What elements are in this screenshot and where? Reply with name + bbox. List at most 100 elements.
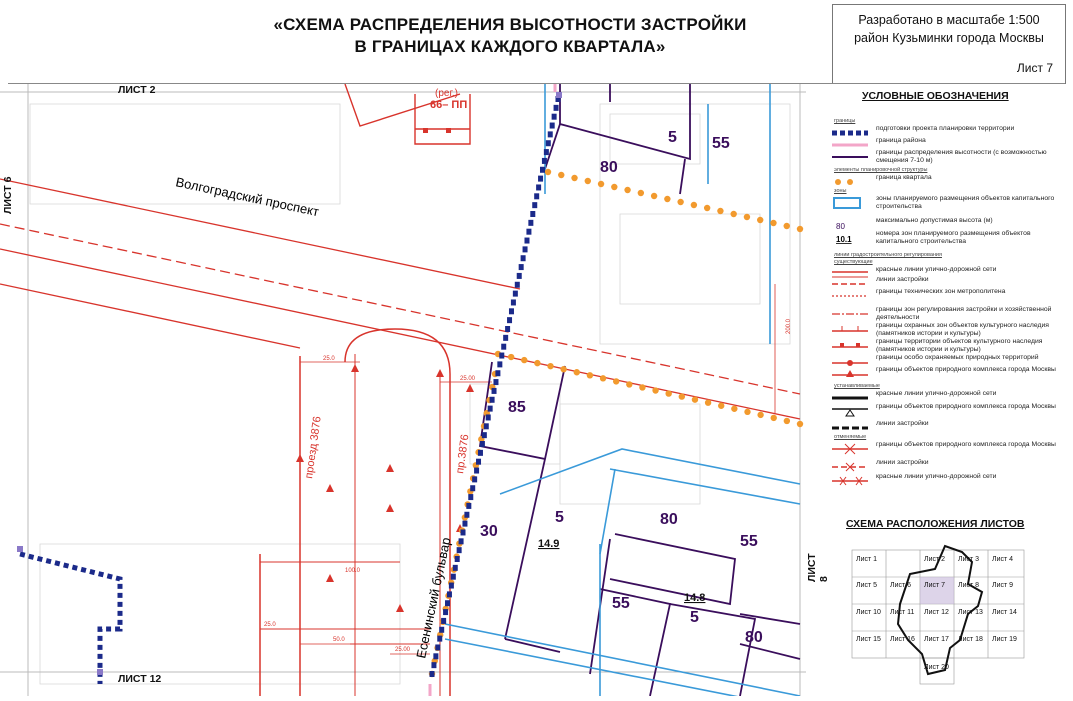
sheet-index-cell[interactable]: Лист 16 — [890, 636, 915, 643]
legend-item: граница квартала — [812, 174, 1068, 190]
legend-text: максимально допустимая высота (м) — [876, 217, 993, 224]
quarter-boundary-dot — [558, 171, 565, 179]
dim-label: 25.0 — [264, 622, 276, 628]
sheet-index-cell[interactable]: Лист 8 — [958, 582, 980, 589]
project-boundary-dash — [454, 556, 460, 562]
legend-text: красные линии улично-дорожной сети — [876, 473, 997, 480]
quarter-boundary-dot — [637, 189, 645, 197]
district-border — [428, 84, 557, 696]
corner-marker — [17, 546, 23, 552]
legend-text: границы объектов природного комплекса го… — [876, 441, 1056, 448]
height-label: 80 — [745, 629, 763, 646]
height-labels: 5 55 80 85 30 5 80 55 55 5 80 — [480, 129, 763, 646]
sheet-index-cell[interactable]: Лист 13 — [958, 609, 983, 616]
red-line-symbol — [832, 271, 868, 278]
adjacent-sheet-left[interactable]: ЛИСТ 6 — [2, 176, 14, 214]
quarter-boundary-dot — [664, 195, 671, 203]
adjacent-sheet-top[interactable]: ЛИСТ 2 — [118, 84, 156, 96]
blue-zone-symbol — [833, 197, 861, 209]
project-boundary-dash — [518, 264, 524, 271]
project-boundary-dash — [493, 379, 499, 386]
dim-label: 100.0 — [345, 568, 361, 574]
dim-label: 25.0 — [323, 356, 335, 362]
quarter-boundary-dot — [691, 396, 699, 403]
project-boundary-dash — [495, 370, 501, 377]
legend-item: 80 максимально допустимая высота (м) — [812, 217, 1068, 233]
sheet-index-cell[interactable]: Лист 9 — [992, 582, 1014, 589]
legend-section: элементы планировочной структуры — [834, 167, 928, 173]
quarter-boundary-dot — [718, 402, 725, 409]
quarter-boundary-dot — [612, 378, 620, 385]
legend-section: отменяемые — [834, 434, 867, 440]
map-title: «СХЕМА РАСПРЕДЕЛЕНИЯ ВЫСОТНОСТИ ЗАСТРОЙК… — [230, 14, 790, 58]
sheet-index-cell[interactable]: Лист 11 — [890, 609, 915, 616]
quarter-boundary-dot — [571, 174, 578, 182]
map-canvas[interactable]: Волгоградский проспект Есенинский бульва… — [0, 83, 830, 701]
zone-id-label: 14.8 — [684, 592, 705, 604]
sheet-index-cell[interactable]: Лист 12 — [924, 609, 949, 616]
project-boundary-dash — [522, 246, 528, 253]
legend-text: границы объектов природного комплекса го… — [876, 403, 1056, 410]
red-marker — [446, 128, 451, 133]
legend-item: красные линии улично-дорожной сети — [812, 390, 1068, 406]
sheet-index-cell[interactable]: Лист 4 — [992, 556, 1014, 563]
stamp-scale: Разработано в масштабе 1:500 — [858, 13, 1040, 27]
project-boundary-dash — [437, 635, 443, 642]
heritage-zone-symbol — [832, 326, 868, 332]
sheet-index-cell[interactable]: Лист 10 — [856, 609, 881, 616]
legend-item: красные линии улично-дорожной сети — [812, 473, 1068, 489]
sheet-index-map[interactable]: Лист 1 Лист 2 Лист 3 Лист 4 Лист 5 Лист … — [850, 544, 1028, 692]
sheet-index-cell[interactable]: Лист 7 — [924, 582, 946, 589]
project-boundary-dash — [456, 547, 462, 554]
project-boundary-dash — [532, 202, 538, 209]
sheet-index-cell[interactable]: Лист 17 — [924, 636, 949, 643]
project-boundary-dash — [435, 644, 441, 651]
sheet-index-cell[interactable]: Лист 6 — [890, 582, 912, 589]
street-label-prospekt: Волгоградский проспект — [174, 174, 320, 219]
project-boundary-dash — [446, 591, 452, 598]
metro-zone-symbol — [832, 295, 868, 297]
sheet-index-cell[interactable]: Лист 15 — [856, 636, 881, 643]
project-boundary-dash — [555, 96, 561, 102]
project-boundary-dash — [460, 529, 466, 536]
project-boundary-dash — [470, 485, 476, 492]
project-boundary-dash — [472, 476, 478, 483]
quarter-boundary-dot — [717, 207, 724, 215]
zone-id-label: 14.9 — [538, 538, 559, 550]
quarter-boundary-dot — [547, 362, 554, 370]
quarter-boundary-dot — [544, 168, 552, 176]
project-boundary-dash — [549, 122, 555, 129]
quarter-boundary-dot — [624, 186, 631, 194]
established-building-line-symbol — [832, 426, 868, 430]
zone-number-symbol: 10.1 — [836, 235, 852, 244]
quarter-boundary-dot — [744, 408, 751, 416]
quarter-boundary-dot — [704, 399, 712, 406]
legend-item: подготовки проекта планировки территории — [812, 125, 1068, 141]
district-border-symbol — [832, 143, 868, 147]
sheet-index-cell[interactable]: Лист 5 — [856, 582, 878, 589]
sheet-index-cell[interactable]: Лист 19 — [992, 636, 1017, 643]
title-line-2: В ГРАНИЦАХ КАЖДОГО КВАРТАЛА» — [354, 37, 666, 56]
sheet-index-cell[interactable]: Лист 1 — [856, 556, 878, 563]
project-boundary-dash — [448, 582, 454, 589]
regulation-zone-symbol — [832, 313, 868, 315]
legend-text: зоны планируемого размещения объектов ка… — [876, 195, 1055, 210]
quarter-boundary-dot — [783, 222, 790, 230]
sheet-index-cell[interactable]: Лист 18 — [958, 636, 983, 643]
project-boundary-dash — [538, 175, 544, 182]
zone-reg-label: (рег.) — [435, 88, 458, 99]
height-sample-symbol: 80 — [836, 222, 845, 231]
sheet-index-cell[interactable]: Лист 14 — [992, 609, 1017, 616]
legend-item: линии застройки — [812, 276, 1068, 292]
adjacent-sheet-bottom[interactable]: ЛИСТ 12 — [118, 673, 162, 685]
project-boundary-dash — [520, 255, 526, 262]
height-label: 5 — [555, 509, 564, 526]
sheet-index-cell[interactable]: Лист 3 — [958, 556, 980, 563]
project-boundary-dash — [547, 131, 553, 138]
legend-text: номера зон планируемого размещения объек… — [876, 230, 1031, 245]
svg-text:80: 80 — [836, 222, 845, 231]
sheet-index-cell[interactable]: Лист 2 — [924, 556, 946, 563]
project-boundary-dots — [429, 96, 561, 677]
sheet-index-cell[interactable]: Лист 20 — [924, 664, 949, 671]
heritage-territory-symbol — [832, 343, 868, 348]
